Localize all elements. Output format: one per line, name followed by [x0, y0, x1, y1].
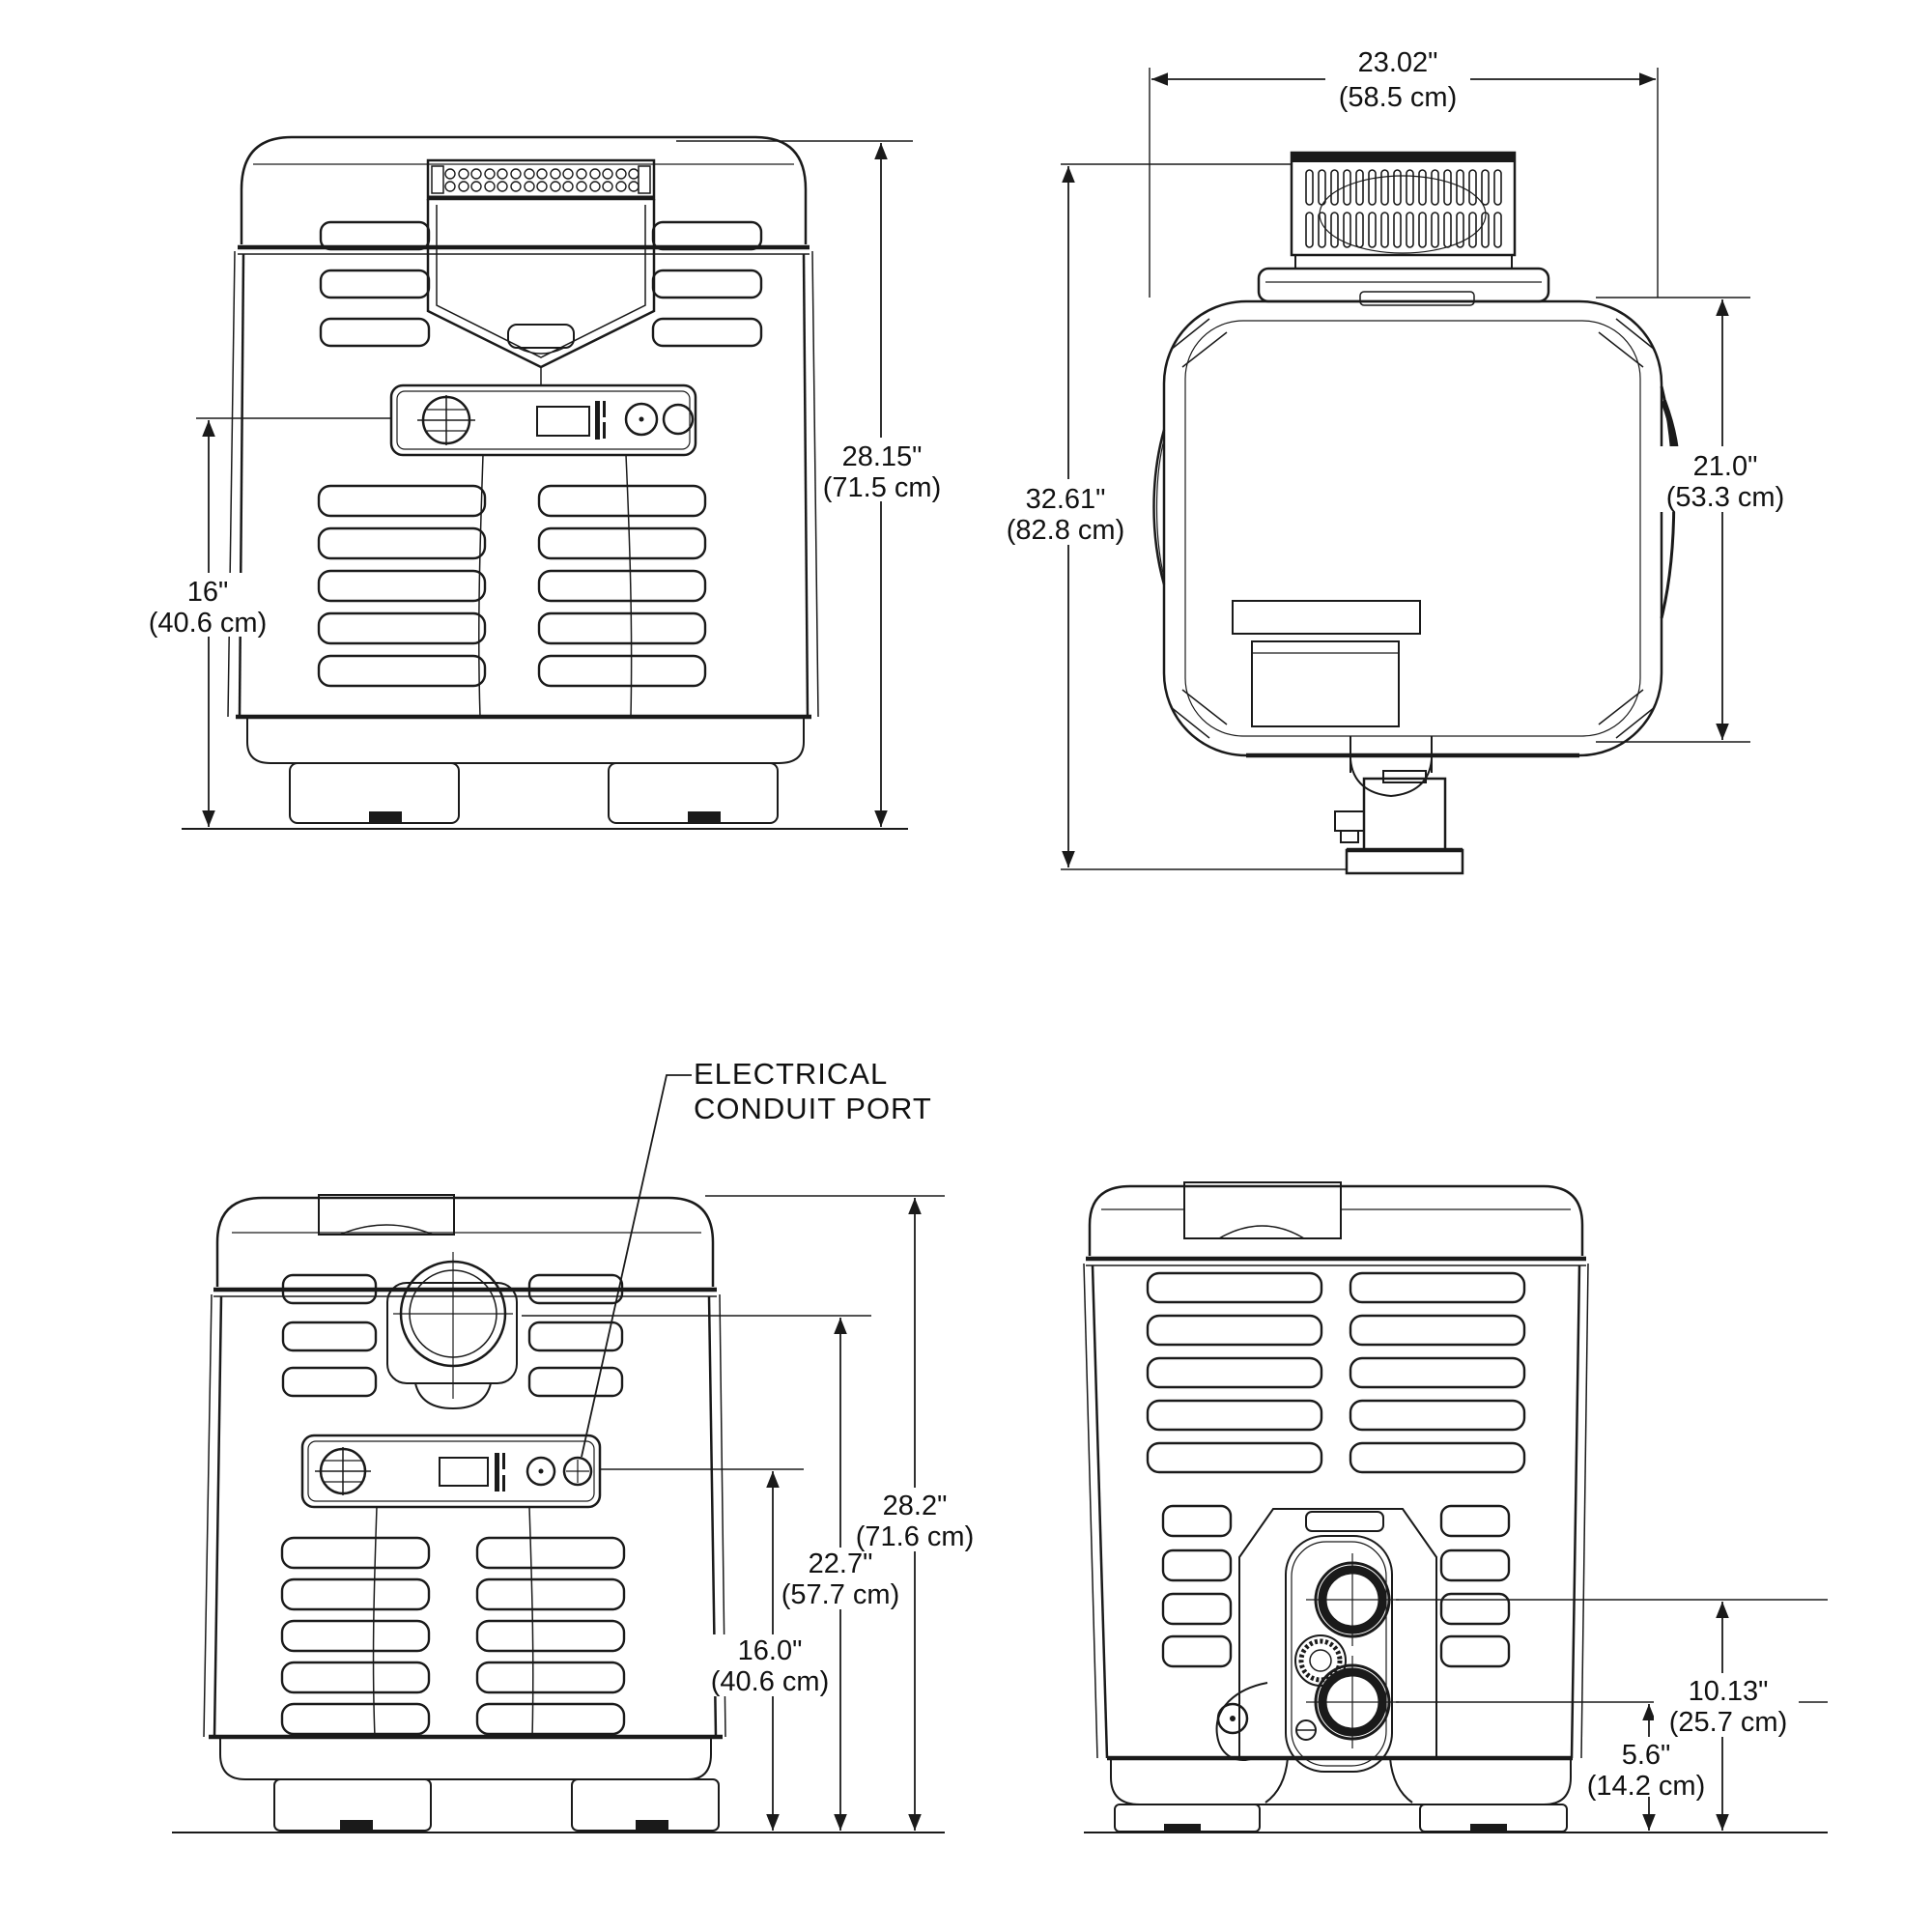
- dim-rear-lower-port-cm: (14.2 cm): [1587, 1771, 1705, 1802]
- dim-rear-upper-port-cm: (25.7 cm): [1669, 1707, 1787, 1738]
- dim-side-width-cm: (58.5 cm): [1339, 82, 1457, 113]
- lower-louvers: [317, 484, 707, 688]
- dim-front-bottom-panel-in: 16.0": [738, 1635, 803, 1666]
- display-window: [536, 406, 590, 437]
- callout-leader: [581, 1074, 692, 1458]
- dim-front-bottom-height-cm: (71.6 cm): [856, 1521, 974, 1552]
- view-front-top: 28.15" (71.5 cm) 16" (40.6 cm): [145, 135, 941, 830]
- dim-side-height-in: 32.61": [1026, 484, 1106, 515]
- dim-front-bottom-height-in: 28.2": [883, 1491, 948, 1521]
- indicator-button: [526, 1456, 556, 1487]
- upper-louvers: [281, 1273, 624, 1398]
- dim-rear-upper-port-in: 10.13": [1689, 1676, 1769, 1707]
- dim-side-body-in: 21.0": [1693, 451, 1758, 482]
- callout-electrical-line1: ELECTRICAL: [694, 1057, 888, 1091]
- dim-front-bottom-panel-cm: (40.6 cm): [711, 1666, 829, 1697]
- view-front-bottom: ELECTRICAL CONDUIT PORT 28.2" (71.6 cm) …: [172, 1057, 981, 1833]
- view-rear: 10.13" (25.7 cm) 5.6" (14.2 cm): [1083, 1181, 1828, 1833]
- heater-body-side: [1162, 299, 1663, 757]
- mounting-plate: [1257, 267, 1550, 303]
- dim-front-top-height-in: 28.15": [842, 441, 923, 472]
- upper-louvers: [1146, 1271, 1526, 1474]
- dim-side-height-cm: (82.8 cm): [1007, 515, 1124, 546]
- upper-louvers: [319, 220, 763, 348]
- display-window: [439, 1457, 489, 1487]
- dim-front-top-panel-in: 16": [187, 577, 229, 608]
- rating-label: [1232, 600, 1421, 635]
- dim-front-top-height-cm: (71.5 cm): [823, 472, 941, 503]
- vent-slots: [1305, 169, 1502, 248]
- dim-side-body-cm: (53.3 cm): [1666, 482, 1784, 513]
- label-barcode: [595, 401, 600, 440]
- control-panel: [389, 384, 697, 457]
- callout-electrical-line2: CONDUIT PORT: [694, 1092, 932, 1125]
- electrical-conduit-port: [562, 1456, 593, 1487]
- dim-front-bottom-flue-cm: (57.7 cm): [781, 1579, 899, 1610]
- plumbing-recess: [1238, 1508, 1437, 1773]
- flue-collar: [386, 1252, 518, 1410]
- drain-hatch: [1251, 640, 1400, 727]
- dim-front-top-panel-cm: (40.6 cm): [149, 608, 267, 639]
- indicator-button: [624, 402, 659, 437]
- dim-side-width-in: 23.02": [1358, 47, 1438, 78]
- dim-rear-lower-port-in: 5.6": [1622, 1740, 1671, 1771]
- dim-front-bottom-flue-in: 22.7": [809, 1548, 873, 1579]
- view-side: 23.02" (58.5 cm) 32.61" (82.8 cm) 21.0" …: [993, 47, 1796, 875]
- vent-stack-top: [1292, 153, 1515, 162]
- side-louvers: [1161, 1504, 1511, 1668]
- label-barcode: [495, 1453, 499, 1492]
- conduit-knockout: [662, 403, 695, 436]
- lower-louvers: [280, 1536, 626, 1736]
- grille-perforations: [444, 168, 639, 192]
- water-connection-pipe: [1334, 736, 1464, 875]
- control-panel: [300, 1434, 602, 1509]
